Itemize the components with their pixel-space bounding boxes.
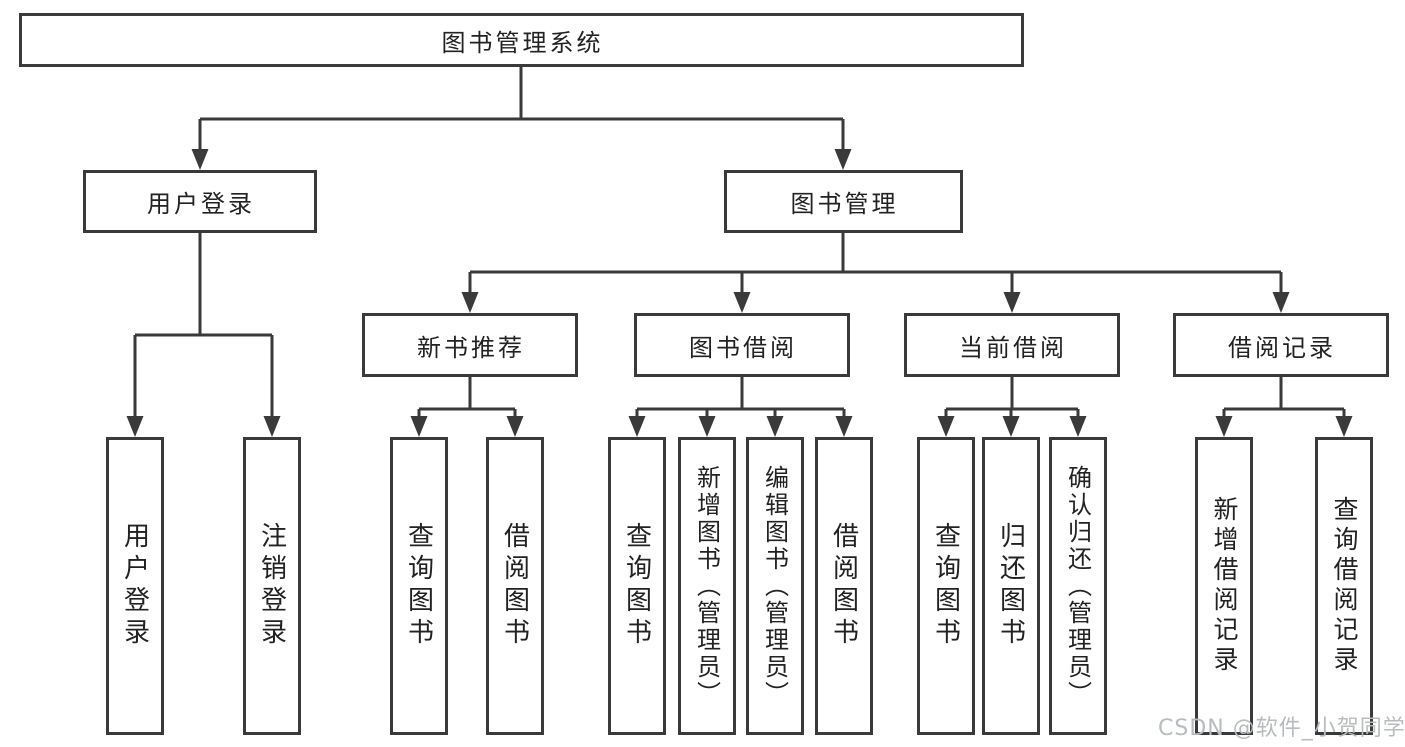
leaf-current-return-books: 归还图书 (982, 437, 1040, 735)
node-label: 借阅记录 (1228, 333, 1336, 362)
node-book-management: 图书管理 (724, 170, 963, 233)
leaf-borrowing-borrow-books: 借阅图书 (815, 437, 873, 735)
node-label: 借阅图书 (499, 522, 530, 650)
node-new-book-recommend: 新书推荐 (362, 313, 578, 377)
leaf-borrowing-edit-book-admin: 编辑图书（管理员） (746, 437, 804, 735)
node-label: 注销登录 (256, 522, 287, 650)
node-book-borrowing: 图书借阅 (634, 313, 850, 377)
node-label: 查询图书 (403, 522, 434, 650)
arrowhead-icons (126, 149, 1353, 437)
node-label: 新增图书（管理员） (692, 464, 721, 708)
leaf-records-query-record: 查询借阅记录 (1315, 437, 1373, 735)
node-label: 当前借阅 (959, 333, 1067, 362)
leaf-current-confirm-return-admin: 确认归还（管理员） (1049, 437, 1107, 735)
leaf-borrowing-query-books: 查询图书 (608, 437, 666, 735)
leaf-current-query-books: 查询图书 (917, 437, 975, 735)
leaf-user-login: 用户登录 (106, 437, 164, 735)
node-root-system: 图书管理系统 (19, 13, 1024, 67)
node-label: 新书推荐 (417, 333, 525, 362)
csdn-watermark: CSDN @软件_小贺同学 (1158, 716, 1405, 741)
leaf-records-add-record: 新增借阅记录 (1195, 437, 1253, 735)
leaf-logout: 注销登录 (243, 437, 301, 735)
node-label: 查询借阅记录 (1330, 496, 1359, 676)
node-label: 新增借阅记录 (1210, 496, 1239, 676)
node-borrowing-records: 借阅记录 (1173, 313, 1389, 377)
node-label: 图书管理系统 (441, 28, 604, 57)
leaf-recommend-borrow-books: 借阅图书 (486, 437, 544, 735)
node-label: 图书借阅 (689, 333, 797, 362)
node-label: 查询图书 (621, 522, 652, 650)
node-label: 查询图书 (930, 522, 961, 650)
node-label: 编辑图书（管理员） (760, 464, 789, 708)
node-current-borrowing: 当前借阅 (904, 313, 1120, 377)
leaf-borrowing-add-book-admin: 新增图书（管理员） (678, 437, 736, 735)
node-label: 归还图书 (995, 522, 1026, 650)
node-label: 确认归还（管理员） (1063, 464, 1092, 708)
leaf-recommend-query-books: 查询图书 (390, 437, 448, 735)
node-user-login: 用户登录 (83, 170, 317, 233)
node-label: 用户登录 (119, 522, 150, 650)
connector-lines (133, 67, 1346, 420)
node-label: 用户登录 (147, 190, 255, 218)
node-label: 借阅图书 (828, 522, 859, 650)
node-label: 图书管理 (790, 190, 899, 218)
